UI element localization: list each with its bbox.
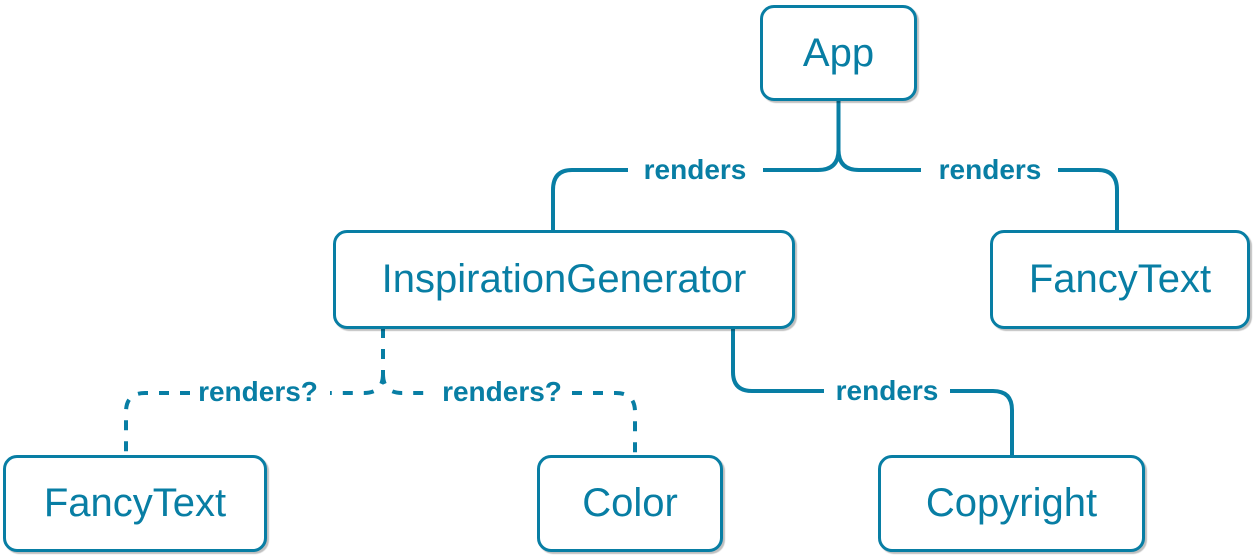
- edge-app-inspiration-drop: [551, 168, 628, 232]
- edge-label-app-renders-right: renders: [938, 154, 1042, 185]
- node-label: Copyright: [925, 481, 1098, 525]
- node-copyright: Copyright: [878, 455, 1145, 552]
- node-label: FancyText: [1028, 257, 1212, 301]
- edge-app-fancytext-right: [836, 149, 921, 172]
- edge-ig-color-right: [381, 373, 432, 395]
- node-color: Color: [537, 455, 723, 552]
- edge-app-fancytext-drop: [1058, 168, 1119, 232]
- edge-inspirationgenerator-to-color: [381, 373, 637, 457]
- node-label: Color: [582, 481, 678, 525]
- edge-ig-copyright-start: [731, 328, 824, 393]
- node-label: InspirationGenerator: [381, 257, 747, 301]
- edge-ig-fancytext-drop: [124, 391, 190, 457]
- node-fancytext-top: FancyText: [990, 230, 1250, 329]
- edge-ig-fancytext-left: [330, 373, 385, 395]
- edge-app-inspiration-left: [763, 149, 841, 172]
- edge-inspirationgenerator-to-copyright: [731, 328, 1014, 457]
- node-label: App: [802, 30, 875, 75]
- node-label: FancyText: [43, 481, 227, 525]
- node-inspirationgenerator: InspirationGenerator: [333, 230, 795, 329]
- edge-label-renders-question-right: renders?: [442, 376, 562, 407]
- edge-app-to-fancytext: [836, 149, 1119, 232]
- edge-label-app-renders-left: renders: [643, 154, 747, 185]
- edge-ig-copyright-drop: [950, 389, 1014, 457]
- edge-label-renders-question-left: renders?: [198, 376, 318, 407]
- edge-ig-color-drop: [572, 391, 637, 457]
- node-app: App: [760, 5, 917, 101]
- edge-label-copyright-renders: renders: [835, 375, 939, 406]
- node-fancytext-bottom: FancyText: [3, 455, 267, 552]
